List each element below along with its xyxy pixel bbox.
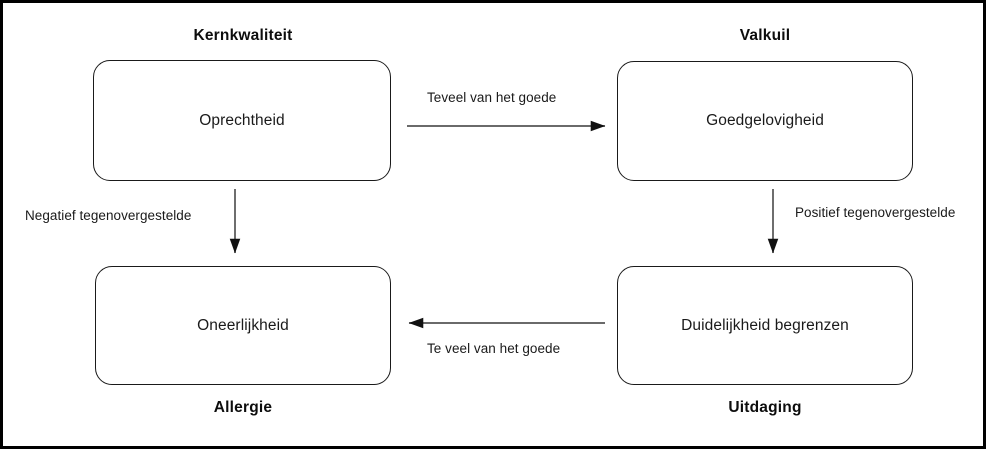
quadrant-box-valkuil: Goedgelovigheid <box>617 61 913 181</box>
arrow-label-uitdaging-to-allergie: Te veel van het goede <box>427 341 561 356</box>
quadrant-caption-valkuil: Valkuil <box>739 27 791 44</box>
quadrant-box-label-allergie: Oneerlijkheid <box>197 316 289 334</box>
arrow-label-kernkwaliteit-to-valkuil: Teveel van het goede <box>427 90 557 105</box>
quadrant-caption-uitdaging: Uitdaging <box>728 399 802 416</box>
quadrant-box-uitdaging: Duidelijkheid begrenzen <box>617 266 913 385</box>
quadrant-caption-kernkwaliteit: Kernkwaliteit <box>193 27 293 44</box>
quadrant-box-kernkwaliteit: Oprechtheid <box>93 60 391 181</box>
quadrant-box-label-valkuil: Goedgelovigheid <box>706 112 824 130</box>
quadrant-box-label-uitdaging: Duidelijkheid begrenzen <box>681 316 849 334</box>
quadrant-box-label-kernkwaliteit: Oprechtheid <box>199 111 285 129</box>
arrow-label-kernkwaliteit-to-allergie: Negatief tegenovergestelde <box>25 208 192 223</box>
quadrant-box-allergie: Oneerlijkheid <box>95 266 391 385</box>
arrow-label-valkuil-to-uitdaging: Positief tegenovergestelde <box>795 205 956 220</box>
quadrant-caption-allergie: Allergie <box>213 399 273 416</box>
